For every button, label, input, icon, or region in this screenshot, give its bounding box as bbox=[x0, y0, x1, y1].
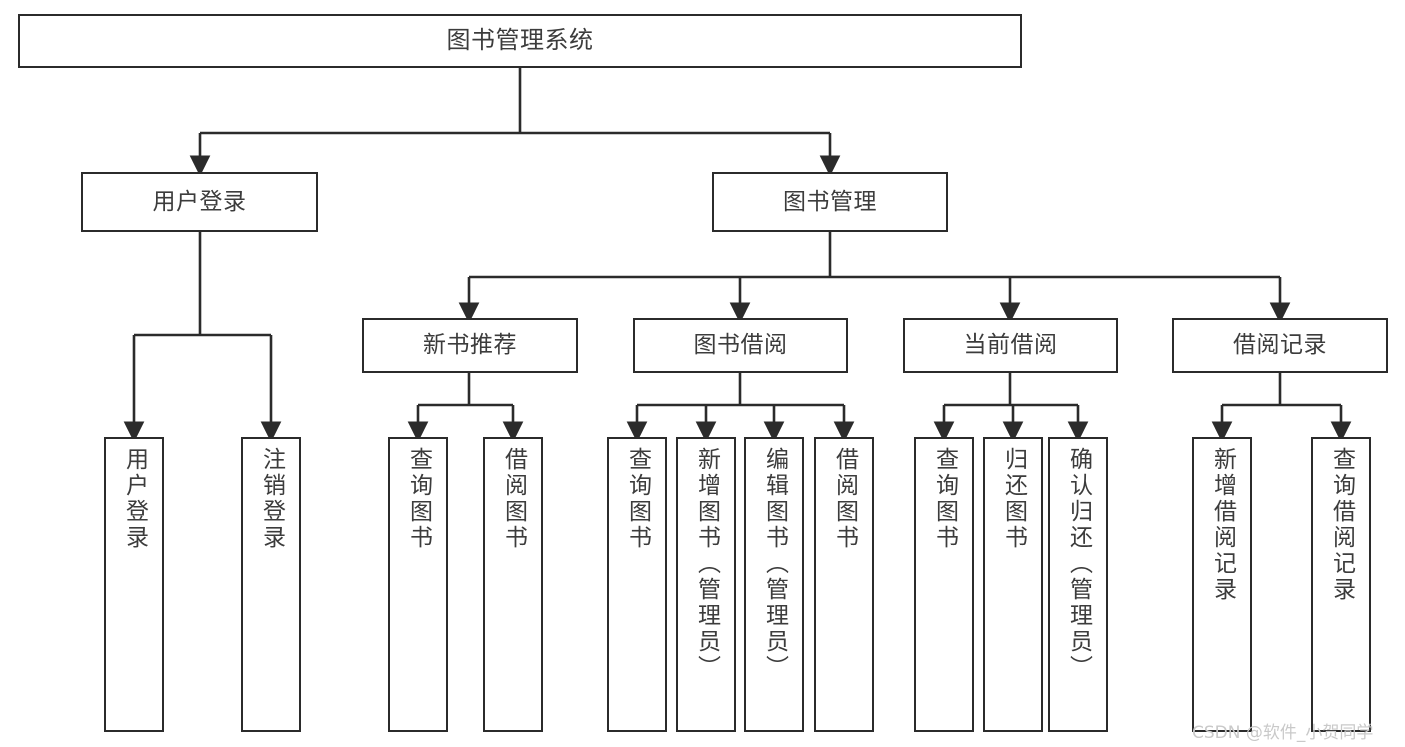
leaf-return-book[interactable]: 归还图书 bbox=[983, 437, 1043, 732]
node-label: 当前借阅 bbox=[963, 332, 1058, 359]
leaf-logout[interactable]: 注销登录 bbox=[241, 437, 301, 732]
node-user-login[interactable]: 用户登录 bbox=[81, 172, 318, 232]
node-book-borrow[interactable]: 图书借阅 bbox=[633, 318, 848, 373]
node-label: 新增图书（管理员） bbox=[693, 447, 720, 681]
leaf-query-book-borrow[interactable]: 查询图书 bbox=[607, 437, 667, 732]
node-label: 归还图书 bbox=[1000, 447, 1027, 551]
leaf-borrow-book[interactable]: 借阅图书 bbox=[814, 437, 874, 732]
leaf-user-login[interactable]: 用户登录 bbox=[104, 437, 164, 732]
node-root-book-management-system[interactable]: 图书管理系统 bbox=[18, 14, 1022, 68]
leaf-borrow-book-recommend[interactable]: 借阅图书 bbox=[483, 437, 543, 732]
leaf-confirm-return-admin[interactable]: 确认归还（管理员） bbox=[1048, 437, 1108, 732]
node-current-borrow[interactable]: 当前借阅 bbox=[903, 318, 1118, 373]
node-label: 借阅图书 bbox=[500, 447, 527, 551]
leaf-add-book-admin[interactable]: 新增图书（管理员） bbox=[676, 437, 736, 732]
node-book-management[interactable]: 图书管理 bbox=[712, 172, 948, 232]
node-borrow-record[interactable]: 借阅记录 bbox=[1172, 318, 1388, 373]
node-label: 确认归还（管理员） bbox=[1065, 447, 1092, 681]
node-label: 注销登录 bbox=[258, 447, 285, 551]
node-label: 查询图书 bbox=[931, 447, 958, 551]
leaf-add-borrow-record[interactable]: 新增借阅记录 bbox=[1192, 437, 1252, 732]
node-label: 查询图书 bbox=[624, 447, 651, 551]
leaf-query-book-recommend[interactable]: 查询图书 bbox=[388, 437, 448, 732]
node-label: 编辑图书（管理员） bbox=[761, 447, 788, 681]
node-label: 图书管理 bbox=[783, 188, 877, 215]
node-label: 用户登录 bbox=[121, 447, 148, 551]
node-label: 图书借阅 bbox=[693, 332, 788, 359]
leaf-query-borrow-record[interactable]: 查询借阅记录 bbox=[1311, 437, 1371, 732]
watermark-text: CSDN @软件_小贺同学 bbox=[1192, 723, 1374, 743]
node-label: 用户登录 bbox=[152, 188, 247, 215]
leaf-edit-book-admin[interactable]: 编辑图书（管理员） bbox=[744, 437, 804, 732]
node-label: 查询借阅记录 bbox=[1328, 447, 1355, 603]
node-label: 新增借阅记录 bbox=[1209, 447, 1236, 603]
node-label: 新书推荐 bbox=[423, 332, 517, 359]
node-new-book-recommend[interactable]: 新书推荐 bbox=[362, 318, 578, 373]
node-label: 借阅图书 bbox=[831, 447, 858, 551]
leaf-query-book-current[interactable]: 查询图书 bbox=[914, 437, 974, 732]
node-label: 图书管理系统 bbox=[446, 26, 594, 55]
node-label: 借阅记录 bbox=[1233, 332, 1327, 359]
node-label: 查询图书 bbox=[405, 447, 432, 551]
